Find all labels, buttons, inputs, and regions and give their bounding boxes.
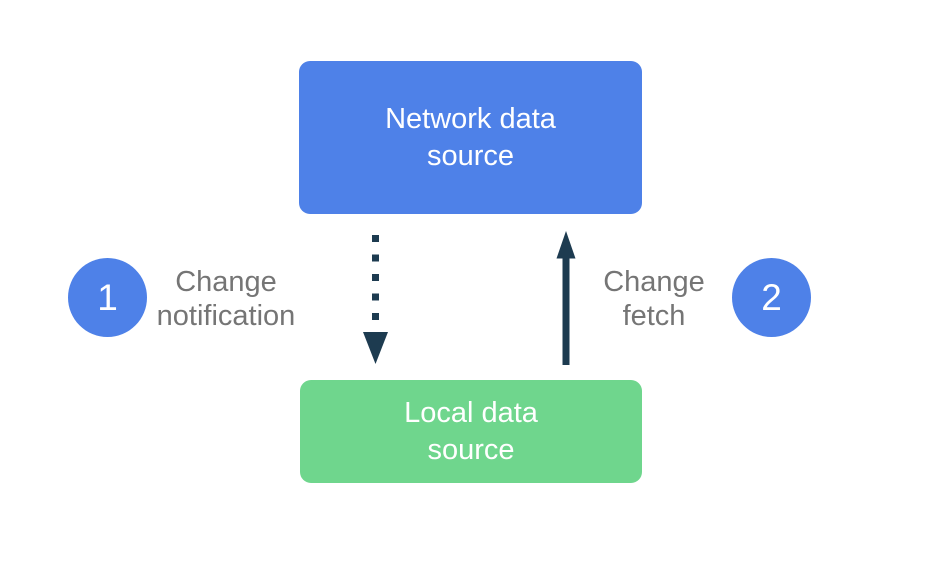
step-1-number: 1 — [97, 276, 118, 318]
dotted-arrow-head — [363, 332, 388, 364]
network-data-source-node: Network data source — [299, 61, 642, 214]
solid-arrow-head — [556, 231, 576, 259]
step-1-badge: 1 — [68, 258, 147, 337]
step-1-label: Change notification — [156, 266, 296, 332]
step-2-label: Change fetch — [603, 266, 705, 332]
step-2-badge: 2 — [732, 258, 811, 337]
local-data-source-node: Local data source — [300, 380, 642, 483]
local-data-source-label: Local data source — [404, 396, 538, 466]
step-2-number: 2 — [761, 276, 782, 318]
change-notification-dotted-arrow-icon — [363, 235, 388, 364]
network-data-source-label: Network data source — [385, 102, 556, 172]
change-fetch-solid-arrow-icon — [556, 231, 576, 365]
